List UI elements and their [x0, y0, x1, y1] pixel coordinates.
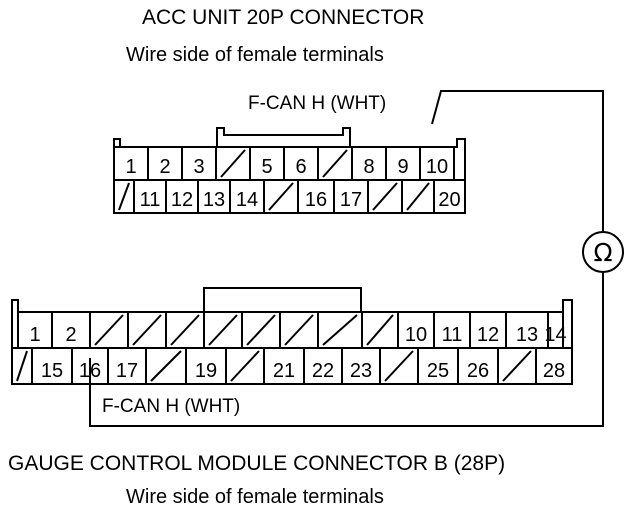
gauge-top-pin-label: 12 [477, 324, 499, 346]
gauge-bottom-pin-label: 26 [467, 360, 489, 382]
gauge-bottom-pin-label: 21 [273, 360, 295, 382]
acc-bottom-pin-label: 13 [203, 189, 225, 211]
gauge-bottom-cavity [535, 347, 573, 385]
gauge-housing [11, 287, 573, 385]
gauge-top-pin-label: 14 [544, 324, 566, 346]
acc-top-pin-label: 2 [159, 156, 170, 178]
gauge-bottom-empty-cavity-slash [150, 350, 182, 382]
acc-wire-label: F-CAN H (WHT) [248, 93, 387, 114]
wire-acc-to-meter [431, 90, 604, 232]
acc-bottom-cavity [433, 179, 466, 214]
gauge-top-pin-label: 11 [442, 324, 463, 346]
acc-bottom-pin-label: 17 [340, 189, 362, 211]
acc-top-pin-label: 6 [295, 156, 306, 178]
gauge-bottom-pin-label: 28 [543, 360, 565, 382]
gauge-bottom-empty-cavity-slash [230, 350, 260, 382]
gauge-top-empty-cavity-slash [170, 314, 200, 346]
acc-top-pin-label: 8 [363, 156, 374, 178]
acc-connector-subtitle: Wire side of female terminals [126, 44, 384, 66]
acc-bottom-pin-label: 14 [236, 189, 258, 211]
acc-top-pin-label: 5 [261, 156, 272, 178]
wire-meter-to-gauge [89, 272, 604, 427]
gauge-top-empty-cavity-slash [366, 314, 394, 346]
acc-top-empty-cavity-slash [322, 149, 348, 178]
gauge-top-empty-cavity-slash [132, 314, 162, 346]
acc-bottom-empty-cavity-slash [406, 182, 430, 211]
gauge-top-empty-cavity-slash [246, 314, 276, 346]
gauge-bottom-pin-label: 19 [195, 360, 217, 382]
gauge-top-pin-label: 13 [516, 324, 538, 346]
acc-top-pin-label: 10 [426, 156, 448, 178]
acc-top-pin-label: 9 [397, 156, 408, 178]
acc-bottom-pin-label: 16 [305, 189, 327, 211]
gauge-wire-label: F-CAN H (WHT) [102, 396, 241, 417]
gauge-bottom-pin-label: 22 [312, 360, 334, 382]
acc-top-pin-label: 3 [193, 156, 204, 178]
gauge-top-empty-cavity-slash [94, 314, 124, 346]
gauge-bottom-empty-cavity-slash [16, 350, 28, 382]
gauge-bottom-pin-label: 17 [116, 360, 138, 382]
ohmmeter-icon [582, 231, 624, 273]
gauge-connector-subtitle: Wire side of female terminals [126, 486, 384, 508]
gauge-bottom-pin-label: 15 [41, 360, 63, 382]
gauge-top-empty-cavity-slash [284, 314, 314, 346]
gauge-top-pin-label: 10 [405, 324, 427, 346]
gauge-bottom-pin-label: 25 [427, 360, 449, 382]
gauge-bottom-empty-cavity-slash [502, 350, 532, 382]
gauge-top-pin-label: 1 [29, 324, 40, 346]
acc-top-pin-label: 1 [125, 156, 136, 178]
acc-bottom-empty-cavity-slash [268, 182, 294, 211]
ohm-symbol: Ω [593, 238, 612, 267]
acc-top-empty-cavity-slash [220, 149, 246, 178]
gauge-top-empty-cavity-slash [322, 314, 358, 346]
acc-housing [113, 127, 466, 214]
gauge-bottom-empty-cavity-slash [384, 350, 414, 382]
gauge-connector-title: GAUGE CONTROL MODULE CONNECTOR B (28P) [8, 452, 506, 475]
acc-bottom-empty-cavity-slash [118, 182, 130, 211]
acc-connector-title: ACC UNIT 20P CONNECTOR [142, 6, 425, 29]
acc-bottom-pin-label: 11 [140, 189, 161, 211]
acc-bottom-pin-label: 20 [438, 189, 460, 211]
acc-bottom-pin-label: 12 [171, 189, 193, 211]
gauge-top-empty-cavity-slash [208, 314, 238, 346]
gauge-bottom-pin-label: 23 [350, 360, 372, 382]
acc-bottom-empty-cavity-slash [372, 182, 398, 211]
gauge-top-pin-label: 2 [65, 324, 76, 346]
